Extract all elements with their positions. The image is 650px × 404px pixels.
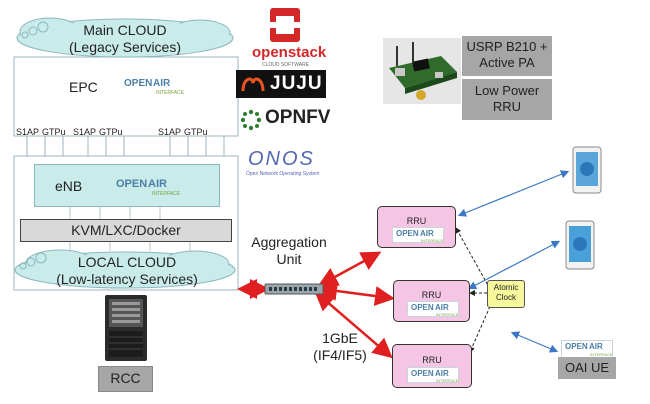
main-cloud-title: Main CLOUD [83,22,167,38]
local-cloud-title: LOCAL CLOUD [77,254,177,270]
epc-frame [13,56,239,137]
usrp-sub-box [462,79,552,120]
interface-label: S1AP [16,127,40,137]
link-interface: (IF4/IF5) [313,347,367,363]
wireless-links [457,170,570,353]
local-cloud-shape [14,249,236,289]
ue-box [558,357,616,379]
link-rru-3 [314,290,393,359]
link-rru-1 [317,251,382,287]
interface-label: GTPu [99,127,123,137]
enb-box [34,164,220,207]
rru-label: RRU [421,290,442,300]
juju-logo-text: JUJU [270,73,323,94]
local-cloud-label: LOCAL CLOUD (Low-latency Services) [52,254,202,288]
interface-lines [26,136,225,156]
atomic-clock-label: Atomic Clock [487,283,525,303]
link-speed: 1GbE [322,330,358,346]
usrp-subtitle-line2: RRU [492,99,522,114]
interface-label: S1AP [73,127,97,137]
opnfv-logo-text: OPNFV [265,107,331,128]
enb-label: eNB [55,178,83,194]
onos-logo-text: ONOS [248,148,315,170]
usrp-subtitle-line1: Low Power [474,83,540,98]
onos-logo-sub: Open Network Operating System [246,171,320,177]
hypervisor-label: KVM/LXC/Docker [71,222,181,238]
link-rru-2 [317,281,395,306]
stack-ticks [69,207,191,251]
switch-icon [264,283,324,295]
server-icon [105,295,147,361]
smartphone-icon [565,220,595,270]
oai-logo-rru: OPEN AIR INTERFACE [407,367,459,383]
main-cloud-subtitle: (Legacy Services) [68,39,182,55]
usrp-title: USRP B210 + Active PA [462,39,552,71]
interface-label: GTPu [184,127,208,137]
openstack-logo-icon [270,8,300,42]
ue-label: OAI UE [564,360,610,375]
usrp-title-box [462,36,552,76]
oai-logo-epc: OPEN AIR INTERFACE [124,78,185,96]
interface-label: GTPu [42,127,66,137]
usrp-title-line2: Active PA [479,55,535,70]
oai-logo-enb: OPEN AIR INTERFACE [116,178,181,197]
juju-logo-bg [236,70,326,98]
openstack-logo-sub: CLOUD SOFTWARE [262,62,310,68]
juju-swirl-icon [241,77,265,92]
rru-label: RRU [422,355,442,365]
atomic-clock-box [487,280,525,308]
atomic-clock-subtitle: Clock [495,293,516,302]
main-cloud-label: Main CLOUD (Legacy Services) [55,22,195,56]
smartphone-icon [572,146,602,194]
usrp-board-image [383,38,461,104]
rru-label: RRU [406,216,427,226]
aggregation-title: Aggregation [251,234,327,250]
main-cloud-shape [16,17,234,58]
opnfv-icon [240,109,262,131]
aggregation-label: Aggregation Unit [250,234,328,268]
rru-box: RRU OPEN AIR INTERFACE [392,344,472,388]
atomic-clock-title: Atomic [493,283,519,292]
link-label: 1GbE (IF4/IF5) [305,330,375,364]
rcc-label: RCC [110,370,141,386]
hypervisor-box [20,219,232,242]
rru-box: RRU OPEN AIR INTERFACE [393,280,470,322]
epc-label: EPC [69,79,98,95]
openstack-logo-text: openstack [252,44,327,61]
oai-logo-ue: OPEN AIR INTERFACE [561,340,613,358]
oai-logo-rru: OPEN AIR INTERFACE [407,301,459,317]
local-cloud-subtitle: (Low-latency Services) [56,271,198,287]
usrp-subtitle: Low Power RRU [462,83,552,115]
oai-logo-rru: OPEN AIR INTERFACE [392,227,444,243]
rru-box: RRU OPEN AIR INTERFACE [377,206,456,248]
interface-label: S1AP [158,127,182,137]
rcc-box [98,366,153,392]
usrp-title-line1: USRP B210 + [466,39,548,54]
aggregation-subtitle: Unit [276,251,302,267]
